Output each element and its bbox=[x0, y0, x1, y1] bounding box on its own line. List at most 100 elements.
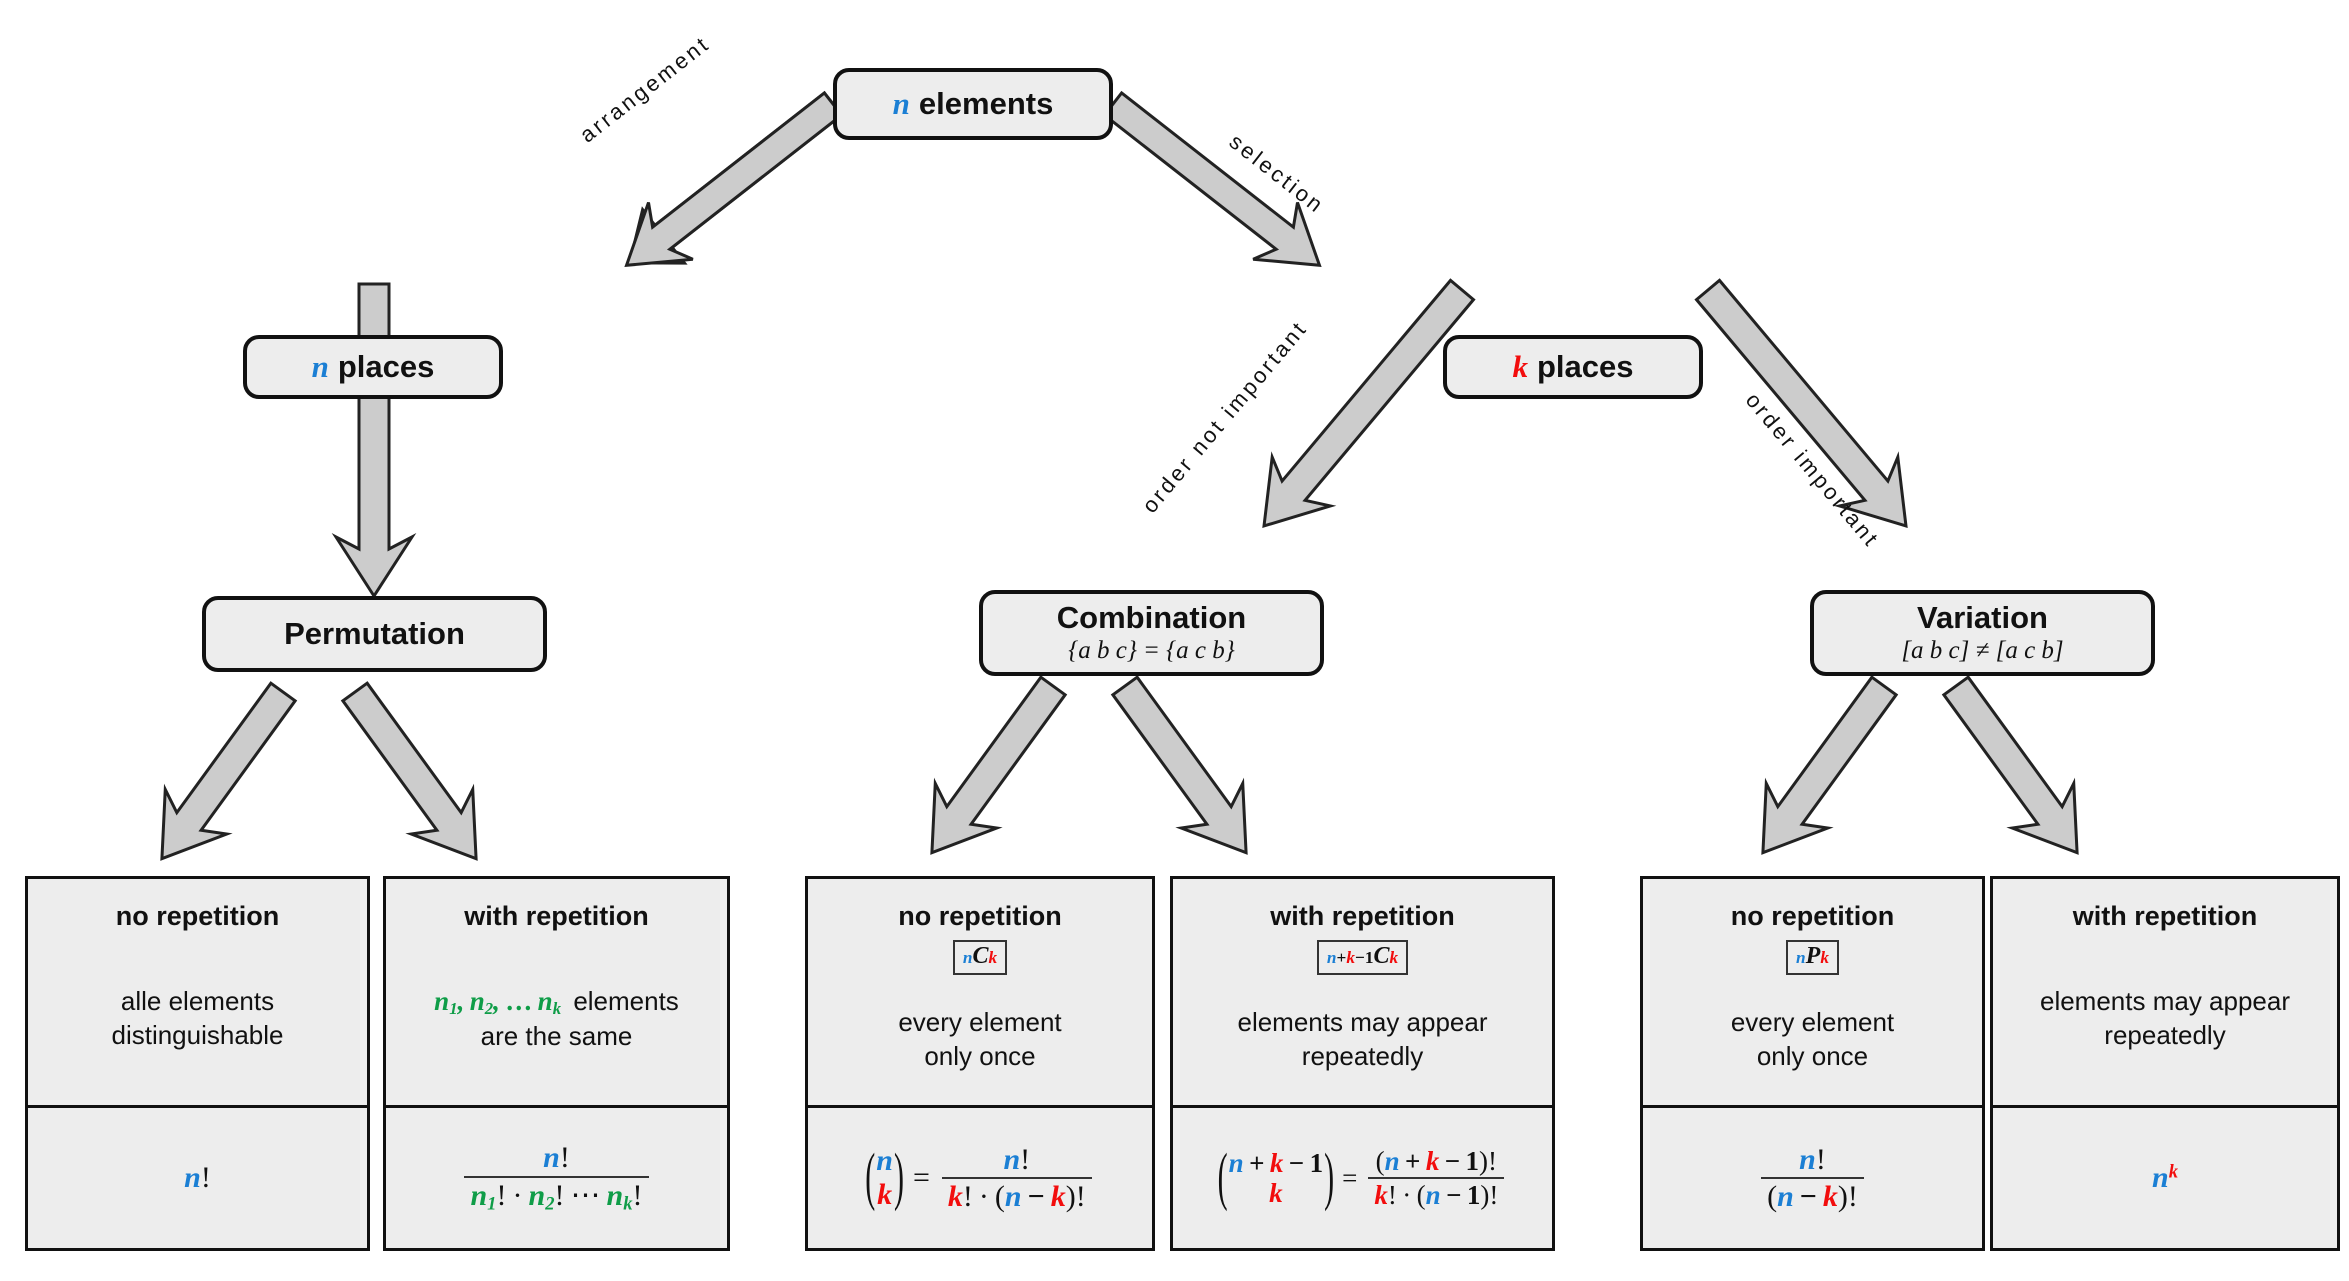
leaf-description-line2: distinguishable bbox=[111, 1019, 284, 1050]
node-combination-title: Combination bbox=[1056, 599, 1247, 635]
fraction-denominator: (n − k)! bbox=[1761, 1177, 1864, 1213]
node-permutation[interactable]: Permutation bbox=[202, 596, 547, 672]
arrow-variation-to-no-repetition bbox=[1761, 675, 1899, 855]
fraction-numerator: (n + k − 1)! bbox=[1375, 1145, 1498, 1176]
leaf-description: n1, n2, … nk elements are the same bbox=[386, 984, 727, 1054]
paren-left: ( bbox=[1217, 1141, 1228, 1213]
symbol-n: n bbox=[962, 948, 973, 967]
symbol-n: n bbox=[2152, 1161, 2169, 1194]
leaf-heading: with repetition bbox=[1270, 901, 1455, 931]
paren-left: ( bbox=[865, 1141, 876, 1213]
fraction-denominator: k! · (n − 1)! bbox=[1368, 1177, 1505, 1209]
leaf-box-perm-no-repetition[interactable]: no repetition alle elements distinguisha… bbox=[25, 876, 370, 1251]
leaf-formula: ( n + k − 1 k ) = (n + k − 1)! k! · (n −… bbox=[1173, 1108, 1552, 1248]
power-expression: nk bbox=[2152, 1161, 2178, 1195]
fraction: n! k! · (n − k)! bbox=[941, 1142, 1092, 1213]
leaf-heading: no repetition bbox=[898, 901, 1062, 931]
leaf-top-section: no repetition nCk every element only onc… bbox=[808, 879, 1152, 1108]
node-combination[interactable]: Combination {a b c} = {a c b} bbox=[979, 590, 1324, 676]
leaf-box-comb-with-repetition[interactable]: with repetition n+k−1Ck elements may app… bbox=[1170, 876, 1555, 1251]
leaf-description-line1: elements may appear bbox=[2039, 985, 2291, 1016]
binomial-stack: n k bbox=[876, 1144, 893, 1211]
binomial-top: n + k − 1 bbox=[1228, 1147, 1324, 1178]
leaf-description-line2: only once bbox=[1756, 1040, 1869, 1071]
notation-nCk: nCk bbox=[952, 940, 1008, 975]
leaf-description-line1: every element bbox=[1730, 1007, 1895, 1037]
notation-subscript-prefix: n+k−1 bbox=[1326, 948, 1374, 967]
leaf-top-section: with repetition elements may appear repe… bbox=[1993, 879, 2337, 1108]
symbol-k: k bbox=[1389, 948, 1399, 967]
symbol-C: C bbox=[972, 943, 989, 969]
fraction-denominator: k! · (n − k)! bbox=[941, 1177, 1092, 1213]
leaf-top-section: no repetition alle elements distinguisha… bbox=[28, 879, 367, 1108]
arrow-permutation-to-no-repetition bbox=[160, 681, 298, 861]
leaf-heading: with repetition bbox=[464, 901, 649, 931]
leaf-box-var-no-repetition[interactable]: no repetition nPk every element only onc… bbox=[1640, 876, 1985, 1251]
fraction-numerator: n! bbox=[543, 1141, 570, 1175]
arrow-k-places-to-variation bbox=[1694, 278, 1908, 529]
leaf-description-line2: repeatedly bbox=[1301, 1040, 1424, 1071]
leaf-description-line2: repeatedly bbox=[2104, 1019, 2226, 1050]
symbol-k: k bbox=[1512, 348, 1528, 384]
node-n-elements-word: elements bbox=[918, 85, 1054, 121]
binomial-bottom: k bbox=[1269, 1178, 1283, 1208]
leaf-formula: n! bbox=[28, 1108, 367, 1248]
arrow-n-places-to-permutation bbox=[331, 282, 417, 599]
node-variation-title: Variation bbox=[1917, 599, 2048, 635]
symbol-k: k bbox=[988, 948, 998, 967]
binomial-stack: n + k − 1 k bbox=[1229, 1148, 1323, 1208]
arrow-k-places-to-combination bbox=[1262, 278, 1476, 529]
leaf-box-var-with-repetition[interactable]: with repetition elements may appear repe… bbox=[1990, 876, 2340, 1251]
leaf-heading: with repetition bbox=[2072, 901, 2258, 931]
symbol-k-exponent: k bbox=[2168, 1161, 2178, 1183]
fraction-numerator: n! bbox=[1003, 1142, 1031, 1176]
leaf-description: elements may appear repeatedly bbox=[1173, 1006, 1552, 1074]
arrow-variation-to-with-repetition bbox=[1941, 675, 2079, 855]
leaf-description-line2: only once bbox=[924, 1040, 1036, 1071]
leaf-top-section: no repetition nPk every element only onc… bbox=[1643, 879, 1982, 1108]
leaf-formula: n! n1! · n2! ⋯ nk! bbox=[386, 1108, 727, 1248]
fraction: n! (n − k)! bbox=[1761, 1142, 1864, 1213]
binomial-coefficient: ( n k ) bbox=[864, 1144, 905, 1211]
symbol-equals: = bbox=[1342, 1162, 1358, 1193]
symbol-equals: = bbox=[912, 1161, 930, 1194]
arrow-root-to-n-places bbox=[624, 90, 844, 268]
leaf-top-section: with repetition n1, n2, … nk elements ar… bbox=[386, 879, 727, 1108]
leaf-box-perm-with-repetition[interactable]: with repetition n1, n2, … nk elements ar… bbox=[383, 876, 730, 1251]
symbol-n: n bbox=[311, 348, 329, 384]
leaf-description: every element only once bbox=[1643, 1006, 1982, 1074]
leaf-description: alle elements distinguishable bbox=[28, 985, 367, 1053]
notation-nPk: nPk bbox=[1786, 940, 1839, 975]
arrow-combination-to-with-repetition bbox=[1110, 675, 1248, 855]
fraction-numerator: n! bbox=[1799, 1142, 1826, 1176]
leaf-description: every element only once bbox=[808, 1006, 1152, 1074]
fraction: (n + k − 1)! k! · (n − 1)! bbox=[1368, 1145, 1505, 1210]
leaf-formula: ( n k ) = n! k! · (n − k)! bbox=[808, 1108, 1152, 1248]
fraction-denominator: n1! · n2! ⋯ nk! bbox=[464, 1175, 649, 1214]
paren-right: ) bbox=[893, 1141, 904, 1213]
leaf-description: elements may appear repeatedly bbox=[1993, 985, 2337, 1053]
symbol-n: n bbox=[1796, 948, 1806, 967]
leaf-description-line1: elements may appear bbox=[1237, 1007, 1488, 1037]
leaf-box-comb-no-repetition[interactable]: no repetition nCk every element only onc… bbox=[805, 876, 1155, 1251]
leaf-description-line1: n1, n2, … nk elements bbox=[434, 985, 679, 1018]
leaf-description-line2: are the same bbox=[480, 1020, 633, 1051]
notation-n-plus-k-minus-1-C-k: n+k−1Ck bbox=[1316, 940, 1409, 975]
leaf-description-line1: every element bbox=[898, 1007, 1062, 1037]
node-variation-subtitle: [a b c] ≠ [a c b] bbox=[1901, 636, 2064, 664]
node-variation[interactable]: Variation [a b c] ≠ [a c b] bbox=[1810, 590, 2155, 676]
arrow-permutation-to-with-repetition bbox=[340, 681, 478, 861]
symbol-C: C bbox=[1373, 943, 1390, 969]
symbol-n: n bbox=[184, 1161, 201, 1194]
node-permutation-title: Permutation bbox=[284, 615, 465, 651]
leaf-heading: no repetition bbox=[1730, 901, 1895, 931]
arrow-combination-to-no-repetition bbox=[930, 675, 1068, 855]
symbol-n: n bbox=[876, 1144, 893, 1178]
